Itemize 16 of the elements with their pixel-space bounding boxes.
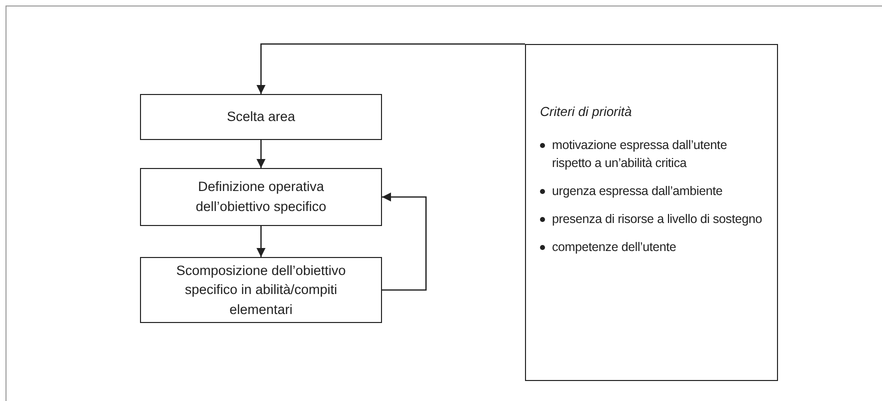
arrow (256, 226, 266, 257)
arrow (256, 43, 525, 94)
box-label: Scelta area (226, 108, 296, 126)
process-box (140, 94, 382, 140)
criteria-panel (525, 44, 778, 381)
process-box (140, 257, 382, 323)
bullet-item: motivazione espressa dall’utente rispetto a un’abilità critica (552, 136, 728, 172)
arrow (382, 192, 427, 291)
bullet-item: competenze dell’utente (552, 239, 676, 256)
bullet-item: urgenza espressa dall’ambiente (552, 183, 722, 200)
panel-heading: Criteri di priorità (540, 103, 632, 121)
box-label: Scomposizione dell’obiettivo specifico in abilità/compiti elementari (175, 262, 347, 319)
process-box (140, 168, 382, 226)
arrow (256, 140, 266, 168)
bullet-item: presenza di risorse a livello di sostegno (552, 211, 762, 228)
box-label: Definizione operativa dell’obiettivo specifico (194, 178, 328, 216)
